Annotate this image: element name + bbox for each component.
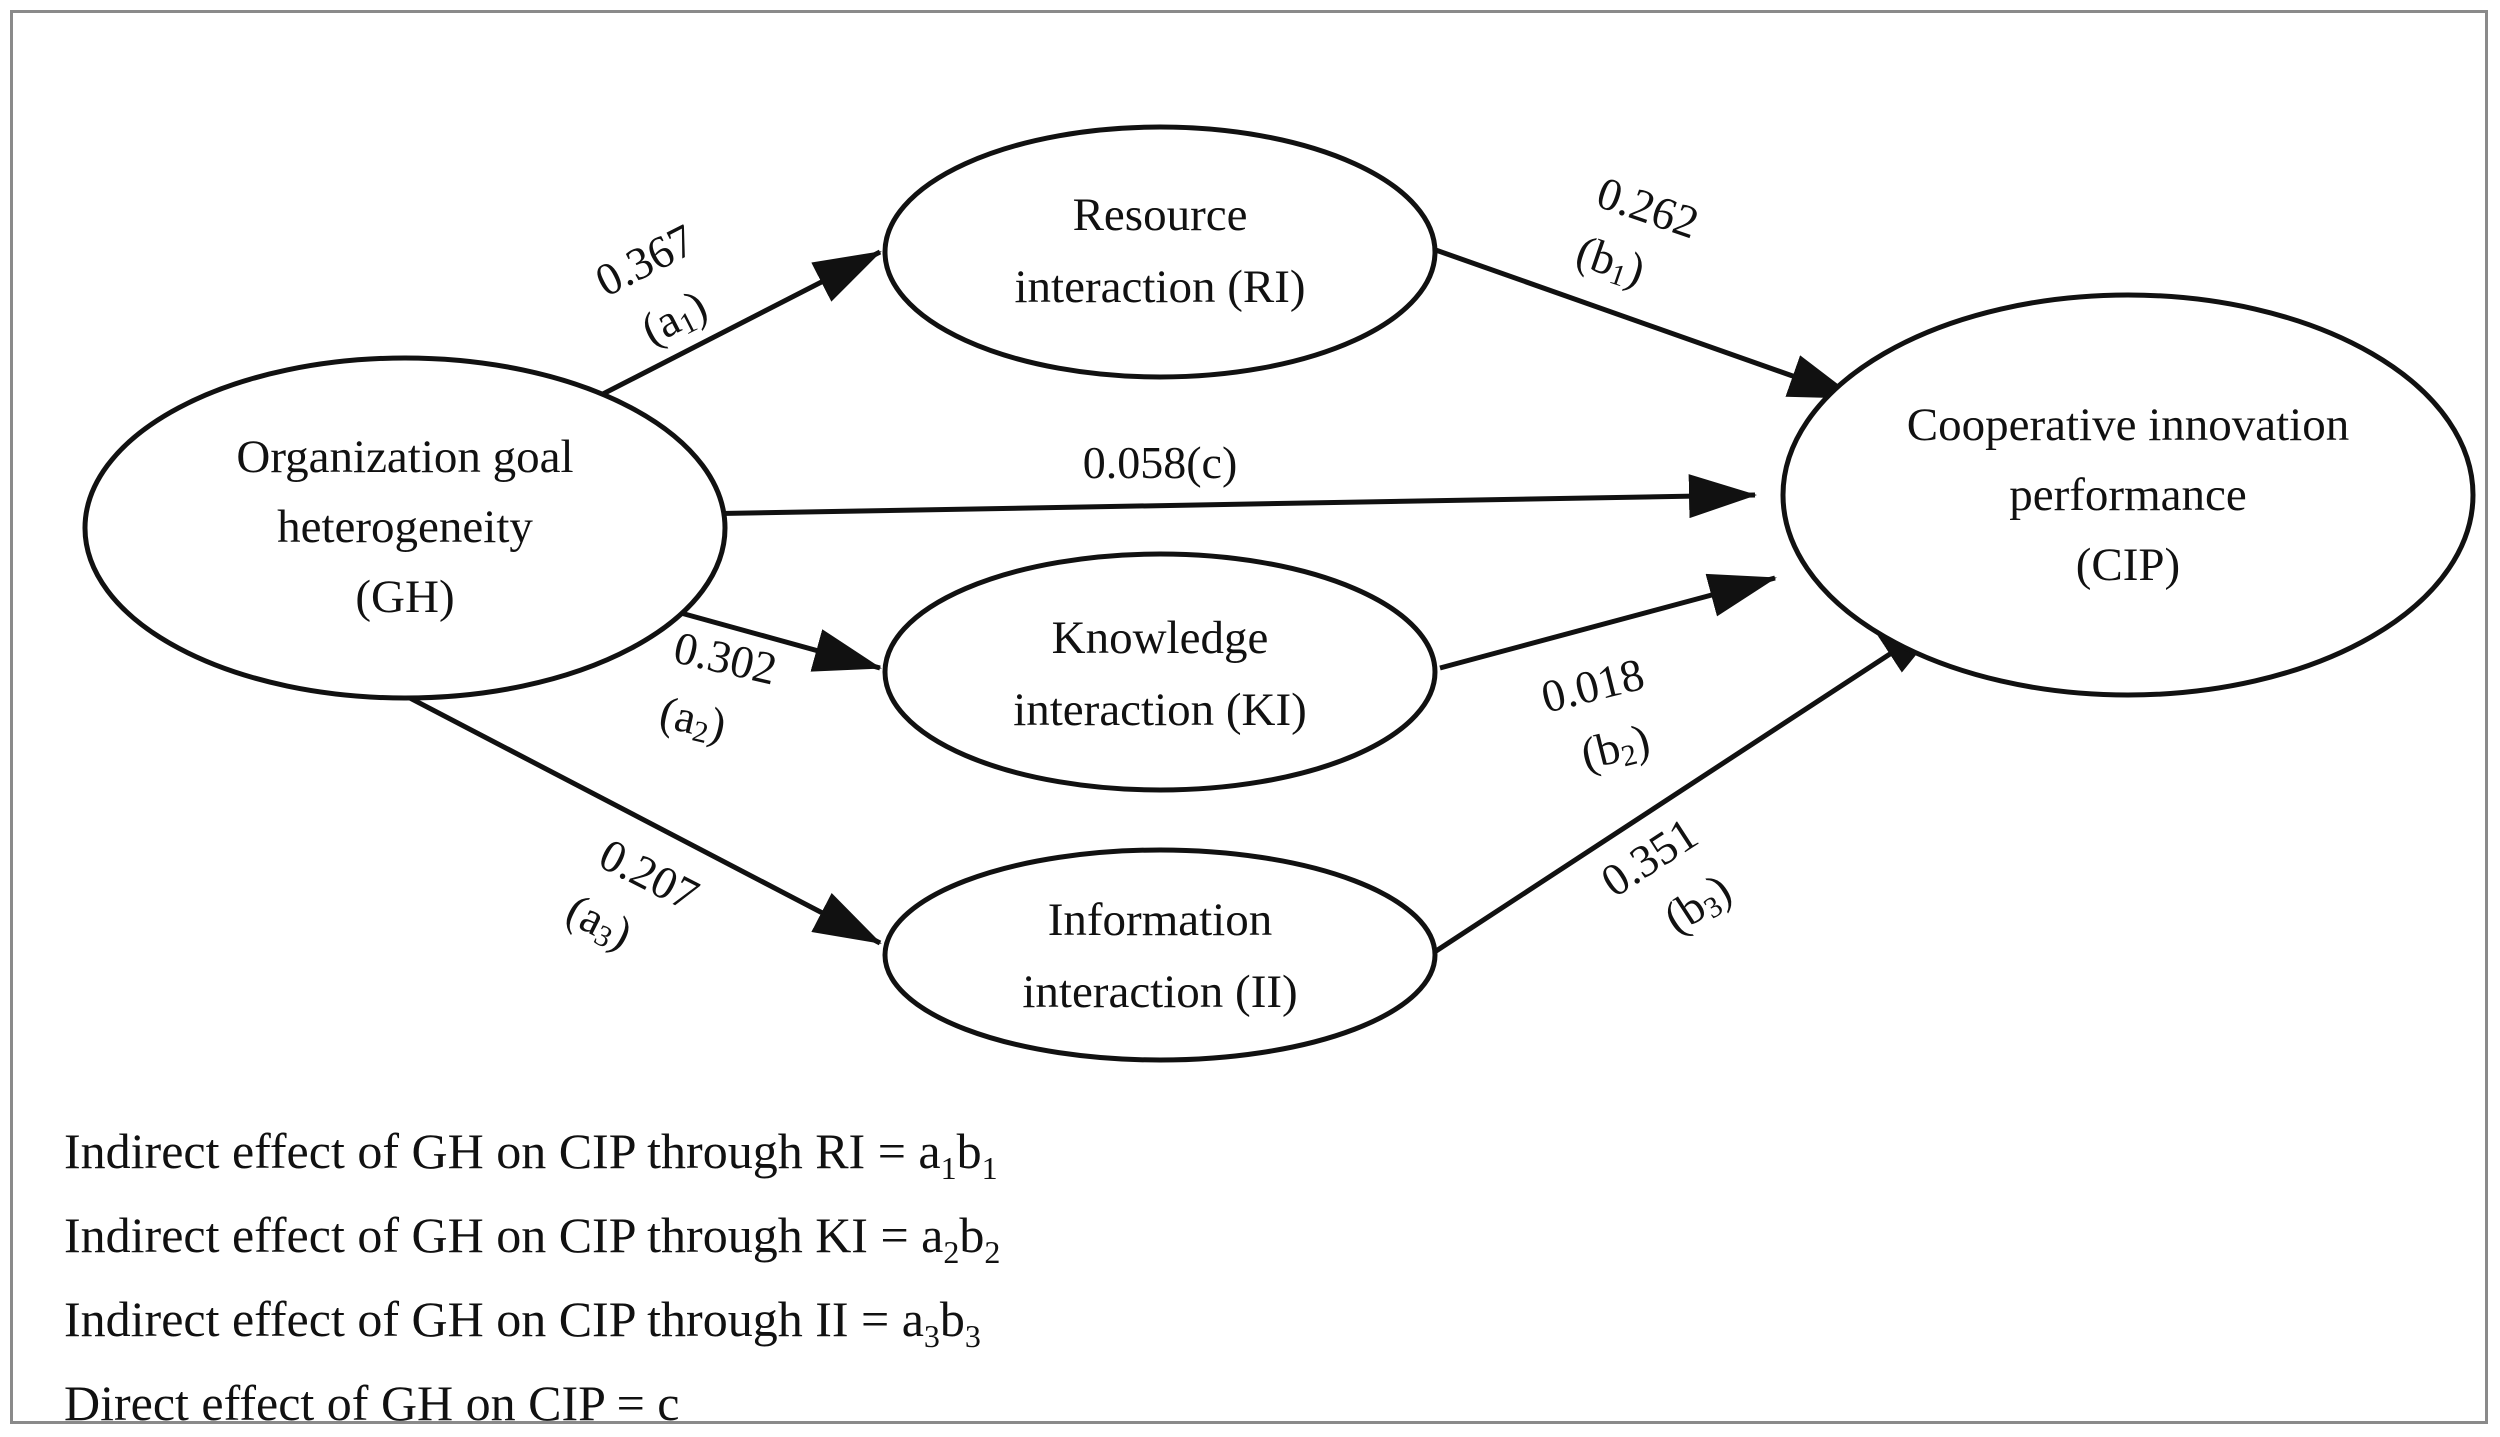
label-b1-symbol: (b1)	[1569, 225, 1651, 298]
label-b2-value: 0.018	[1536, 648, 1649, 723]
node-gh-line3: (GH)	[355, 571, 454, 623]
note-direct: Direct effect of GH on CIP = c	[64, 1375, 680, 1431]
label-a2-symbol: (a2)	[654, 686, 731, 753]
node-cip-line3: (CIP)	[2076, 539, 2180, 591]
edges	[358, 245, 1947, 956]
note-indirect-ri: Indirect effect of GH on CIP through RI …	[64, 1123, 998, 1186]
edge-ki-cip	[1439, 573, 1777, 671]
label-b2-symbol: (b2)	[1576, 714, 1656, 783]
label-b2: 0.018 (b2)	[1536, 648, 1656, 783]
note-indirect-ii: Indirect effect of GH on CIP through II …	[64, 1291, 981, 1354]
node-cip-shape	[1780, 292, 2476, 698]
node-ri-line2: interaction (RI)	[1014, 261, 1305, 313]
node-gh: Organization goal heterogeneity (GH)	[82, 355, 728, 701]
node-ii-line2: interaction (II)	[1022, 966, 1297, 1018]
node-ki-line2: interaction (KI)	[1013, 684, 1307, 736]
node-ii-shape	[882, 847, 1438, 1063]
node-cip: Cooperative innovation performance (CIP)	[1780, 292, 2476, 698]
edge-gh-ri	[554, 249, 882, 421]
label-b3-symbol: (b3)	[1654, 863, 1741, 946]
edge-ii-cip	[1431, 615, 1947, 956]
note-indirect-ki: Indirect effect of GH on CIP through KI …	[64, 1207, 1001, 1270]
label-a3: 0.207 (a3)	[557, 828, 707, 962]
node-gh-line1: Organization goal	[236, 431, 573, 483]
node-ii-line1: Information	[1048, 894, 1273, 946]
label-a3-symbol: (a3)	[557, 884, 640, 962]
node-cip-line2: performance	[2009, 469, 2246, 521]
label-c-value: 0.058(c)	[1083, 437, 1238, 488]
node-ki: Knowledge interaction (KI)	[882, 551, 1438, 793]
node-ki-shape	[882, 551, 1438, 793]
edge-gh-cip	[635, 474, 1757, 519]
edge-gh-ii	[358, 669, 882, 946]
label-a2-value: 0.302	[669, 622, 781, 695]
node-ri-line1: Resource	[1073, 189, 1248, 241]
label-c: 0.058(c)	[1083, 437, 1238, 488]
node-ii: Information interaction (II)	[882, 847, 1438, 1063]
label-a2: 0.302 (a2)	[654, 622, 781, 754]
edge-ri-cip	[1429, 245, 1857, 401]
effect-notes: Indirect effect of GH on CIP through RI …	[64, 1118, 1664, 1437]
label-b1: 0.262 (b1)	[1569, 167, 1705, 299]
label-a1-symbol: (a1)	[633, 279, 716, 357]
node-ri-shape	[882, 124, 1438, 380]
label-a1: 0.367 (a1)	[587, 214, 716, 358]
node-ri: Resource interaction (RI)	[882, 124, 1438, 380]
node-cip-line1: Cooperative innovation	[1907, 399, 2349, 451]
node-gh-shape	[82, 355, 728, 701]
node-gh-line2: heterogeneity	[277, 501, 533, 553]
label-b3: 0.351 (b3)	[1592, 808, 1742, 947]
node-ki-line1: Knowledge	[1052, 612, 1269, 664]
